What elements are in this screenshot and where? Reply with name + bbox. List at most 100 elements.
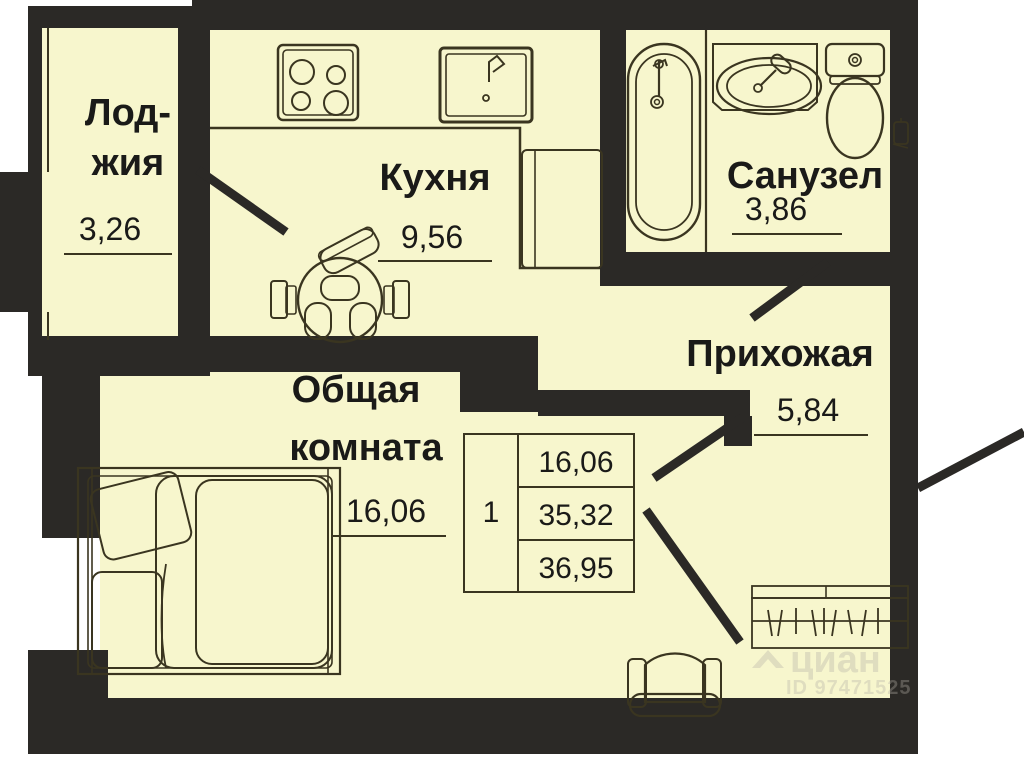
living-room-name-line2: комната bbox=[289, 427, 443, 469]
stove-inner bbox=[282, 49, 354, 116]
armchair-back bbox=[643, 652, 707, 704]
bathtub-faucet-knob bbox=[654, 59, 664, 69]
room-label-bathroom: Санузел 3,86 bbox=[727, 155, 883, 235]
toilet-flush-button-outer bbox=[848, 53, 862, 67]
door-living-room-swing bbox=[651, 414, 745, 482]
walls-overlay-group bbox=[0, 0, 918, 754]
bed-pillow-upper bbox=[89, 471, 193, 561]
toilet-paper-holder-icon bbox=[892, 118, 909, 149]
bed-pillow-lower bbox=[91, 571, 163, 669]
wall-loggia-bottom-overlay bbox=[28, 336, 210, 376]
dining-chair-left-back bbox=[285, 285, 297, 315]
watermark-brand: циан bbox=[790, 639, 881, 681]
wardrobe-hangers bbox=[767, 608, 879, 637]
bathtub-icon bbox=[626, 42, 702, 242]
dining-chair-right bbox=[392, 280, 410, 319]
sink-basin bbox=[445, 53, 527, 117]
toilet-paper-sheet bbox=[892, 143, 909, 149]
wardrobe-hanger-4 bbox=[811, 609, 817, 637]
double-bed-icon bbox=[76, 466, 342, 676]
toilet-cistern-lip bbox=[829, 75, 881, 85]
washbasin-counter bbox=[712, 43, 818, 111]
washbasin-bowl-outer bbox=[715, 56, 823, 116]
summary-table: 1 16,06 35,32 36,95 bbox=[463, 433, 635, 593]
washbasin-bowl-inner bbox=[726, 64, 812, 108]
wall-loggia-top-overlay bbox=[28, 6, 192, 28]
wall-loggia-left-outer-overlay bbox=[0, 172, 42, 312]
bathtub-drain-inner bbox=[653, 98, 661, 106]
dining-table-round-icon bbox=[270, 226, 410, 344]
wardrobe-hanger-6 bbox=[831, 609, 837, 637]
hallway-area-value: 5,84 bbox=[777, 392, 839, 428]
armchair-seat bbox=[628, 692, 722, 718]
wall-left-living-upper-overlay bbox=[42, 376, 100, 538]
summary-table-border bbox=[463, 433, 635, 593]
door-hallway-lower-swing bbox=[642, 507, 744, 645]
summary-table-rooms-count: 1 bbox=[483, 496, 500, 529]
wall-pier-center-overlay bbox=[460, 336, 538, 412]
summary-table-value-total-area: 35,32 bbox=[538, 499, 613, 532]
room-label-loggia: Лод- жия 3,26 bbox=[64, 92, 172, 255]
loggia-area-value: 3,26 bbox=[79, 211, 141, 247]
wall-bottom-overlay bbox=[28, 698, 918, 754]
refrigerator-icon bbox=[521, 149, 603, 269]
room-label-living-room: Общая комната 16,06 bbox=[289, 369, 446, 537]
wall-loggia-left-lower-overlay bbox=[28, 312, 42, 340]
sink-drain bbox=[482, 94, 490, 102]
bed-pillow-upper-shape bbox=[89, 471, 193, 561]
watermark-id: ID 97471525 bbox=[786, 677, 912, 699]
stove-burner-2 bbox=[326, 65, 346, 85]
dining-seat-top bbox=[320, 275, 360, 301]
bathroom-name: Санузел bbox=[727, 155, 883, 197]
room-label-hallway: Прихожая 5,84 bbox=[686, 333, 874, 436]
fridge-body bbox=[521, 149, 603, 269]
bathtub-inner bbox=[635, 53, 693, 231]
dining-chair-upper bbox=[317, 226, 380, 275]
stove-burner-4 bbox=[323, 90, 349, 116]
watermark-group: циан ID 97471525 bbox=[752, 639, 912, 699]
stove-burner-3 bbox=[291, 91, 311, 111]
toilet-bowl bbox=[825, 76, 885, 160]
wardrobe-hanger-8 bbox=[861, 609, 867, 637]
dining-chair-left bbox=[270, 280, 288, 319]
armchair-arm-right bbox=[702, 658, 722, 708]
living-room-area-value: 16,06 bbox=[346, 493, 426, 529]
loggia-name-line2: жия bbox=[91, 142, 164, 184]
floor-loggia bbox=[42, 28, 178, 336]
dining-chair-right-back bbox=[383, 285, 395, 315]
loggia-name-line1: Лод- bbox=[85, 92, 171, 134]
door-bathroom-swing bbox=[749, 258, 831, 322]
bathroom-fixtures-group bbox=[626, 30, 909, 252]
kitchen-name: Кухня bbox=[379, 157, 490, 199]
washbasin-faucet-arm bbox=[759, 69, 777, 87]
summary-table-value-total-with-loggia: 36,95 bbox=[538, 552, 613, 585]
bathtub-faucet-head bbox=[652, 58, 668, 67]
kitchen-sink-icon bbox=[438, 46, 534, 124]
wardrobe-body bbox=[751, 597, 909, 649]
armchair-icon bbox=[627, 652, 722, 718]
toilet-flush-button-inner bbox=[851, 56, 859, 64]
stove-4-burner-icon bbox=[276, 43, 360, 122]
wall-right-lower-overlay bbox=[890, 488, 918, 698]
sink-faucet bbox=[488, 54, 506, 82]
wall-corridor-top-overlay bbox=[538, 390, 750, 416]
stove-body bbox=[276, 43, 360, 122]
toilet-icon bbox=[824, 42, 886, 160]
kitchen-fixtures-group bbox=[210, 43, 603, 344]
wall-top-overlay bbox=[192, 0, 918, 30]
washbasin-drain bbox=[753, 83, 763, 93]
wall-kitchen-bathroom-partition-overlay bbox=[600, 30, 626, 268]
wall-loggia-left-upper-overlay bbox=[28, 6, 42, 172]
kitchen-area-value: 9,56 bbox=[401, 219, 463, 255]
wall-bathroom-bottom-overlay bbox=[600, 252, 918, 286]
bathroom-area-value: 3,86 bbox=[745, 191, 807, 227]
hallway-name: Прихожая bbox=[686, 333, 874, 375]
dining-seat-bottom-left bbox=[304, 302, 332, 340]
summary-table-value-living-area: 16,06 bbox=[538, 446, 613, 479]
sink-body bbox=[438, 46, 534, 124]
room-label-kitchen: Кухня 9,56 bbox=[378, 157, 492, 262]
wardrobe-hanger-1 bbox=[767, 609, 773, 637]
doors-group bbox=[195, 166, 1024, 645]
